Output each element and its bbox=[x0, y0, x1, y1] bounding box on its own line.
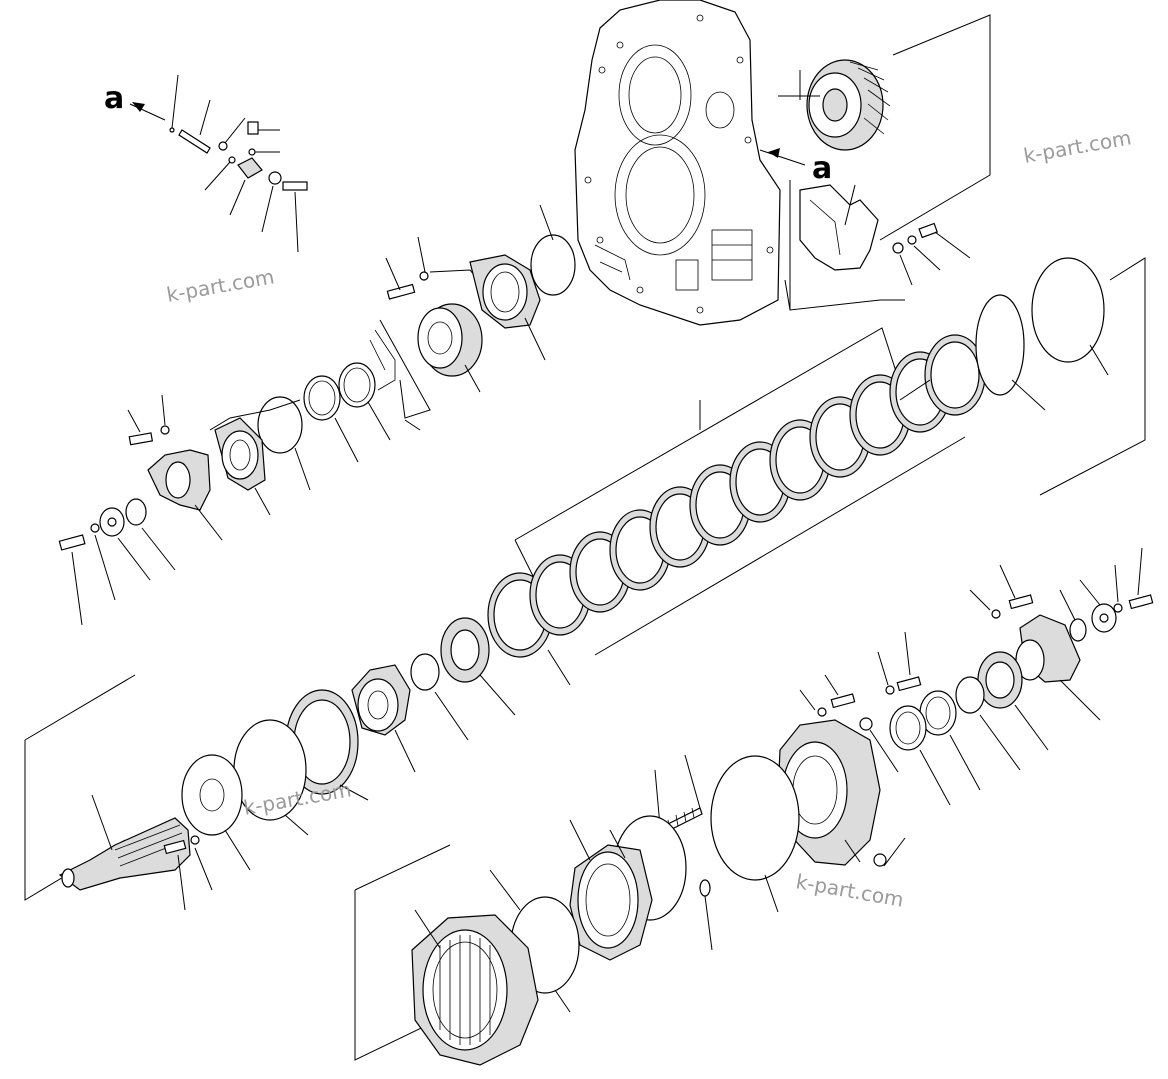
callout-label-right: a bbox=[812, 151, 832, 186]
watermark-upper-left: k-part.com bbox=[165, 264, 276, 307]
bracket-plate bbox=[799, 184, 879, 271]
watermark-lower-right: k-part.com bbox=[794, 869, 905, 912]
clutch-disk-pack bbox=[487, 257, 1146, 686]
top-left-small-parts: a bbox=[104, 74, 308, 253]
transmission-housing bbox=[574, 0, 781, 326]
main-shaft-group bbox=[24, 617, 516, 911]
upper-bearing-group bbox=[58, 204, 576, 626]
disk-series bbox=[487, 334, 986, 658]
housing-bolts-right bbox=[892, 222, 971, 286]
callout-arrow-right bbox=[759, 149, 806, 166]
watermark-top-right: k-part.com bbox=[1022, 125, 1133, 168]
output-gear-group bbox=[778, 14, 991, 311]
arrow-head-right bbox=[768, 148, 780, 158]
callout-label-left: a bbox=[104, 81, 124, 116]
clutch-housing-group bbox=[354, 547, 1154, 1066]
